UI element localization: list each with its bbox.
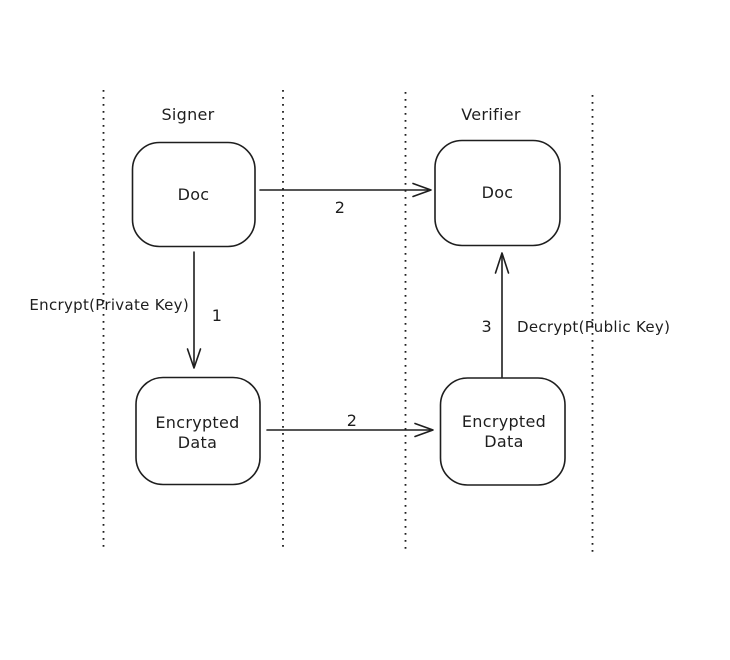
encrypt-step-label: 1 bbox=[212, 306, 222, 325]
doc-transfer-arrowhead-icon bbox=[412, 182, 432, 198]
verifier-encrypted-data-label-line1: Encrypted bbox=[462, 412, 546, 431]
signer-encrypted-data-label-line1: Encrypted bbox=[155, 413, 239, 432]
encrypt-arrow: 1 Encrypt(Private Key) bbox=[29, 251, 222, 369]
decrypt-step-label: 3 bbox=[482, 317, 492, 336]
doc-transfer-step-label: 2 bbox=[335, 198, 345, 217]
signer-encrypted-data-box bbox=[135, 376, 261, 486]
verifier-doc-box bbox=[434, 139, 561, 247]
encrypt-annotation-label: Encrypt(Private Key) bbox=[29, 296, 189, 314]
signer-doc-box bbox=[131, 141, 256, 248]
decrypt-arrow: 3 Decrypt(Public Key) bbox=[482, 252, 670, 378]
encrypted-data-transfer-arrowhead-icon bbox=[414, 422, 434, 438]
decrypt-arrowhead-icon bbox=[494, 252, 510, 274]
encrypt-arrowhead-icon bbox=[186, 348, 202, 369]
encrypted-data-transfer-arrow: 2 bbox=[266, 411, 434, 438]
verifier-doc-label: Doc bbox=[482, 183, 514, 202]
doc-transfer-arrow: 2 bbox=[259, 182, 432, 217]
verifier-encrypted-data-box bbox=[439, 377, 566, 486]
encrypted-data-transfer-step-label: 2 bbox=[347, 411, 357, 430]
signer-lane-title: Signer bbox=[161, 105, 214, 124]
verifier-encrypted-data-label-line2: Data bbox=[484, 432, 523, 451]
verifier-lane-title: Verifier bbox=[461, 105, 521, 124]
signer-doc-label: Doc bbox=[178, 185, 210, 204]
decrypt-annotation-label: Decrypt(Public Key) bbox=[517, 318, 670, 336]
signer-encrypted-data-label-line2: Data bbox=[178, 433, 217, 452]
